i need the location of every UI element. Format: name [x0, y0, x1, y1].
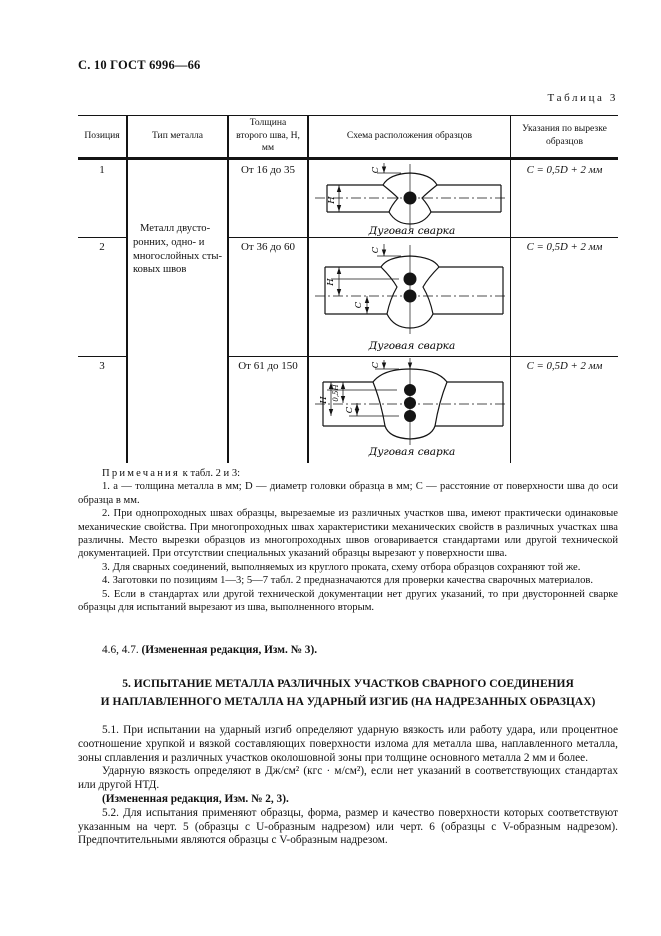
table-border-line	[78, 115, 618, 116]
arrowhead	[407, 362, 413, 369]
cell-thickness-2: От 36 до 60	[240, 241, 296, 253]
specimen-table: Позиция Тип металла Толщина второго шва,…	[78, 115, 618, 463]
note-item-3: 3. Для сварных соединений, выполняемых и…	[102, 561, 581, 573]
section-5-body: 5.1. При испытании на ударный изгиб опре…	[78, 724, 618, 848]
table-border-line	[78, 356, 126, 357]
cell-position-2: 2	[99, 241, 105, 253]
table-caption: Таблица 3	[547, 92, 618, 104]
arrowhead	[336, 267, 342, 274]
table-border-line	[229, 237, 618, 238]
paragraph-5-1-units: Ударную вязкость определяют в Дж/см² (кг…	[78, 765, 618, 792]
arrowhead	[364, 307, 370, 314]
diagram-caption: Дуговая сварка	[368, 225, 455, 236]
cell-scheme-2: C H C Дуговая сварка	[309, 237, 510, 356]
table-border-line	[307, 115, 309, 463]
diagram-caption: Дуговая сварка	[368, 446, 455, 458]
arrowhead	[354, 403, 360, 410]
note-item-4: 4. Заготовки по позициям 1—3; 5—7 табл. …	[102, 575, 594, 587]
paragraph-5-2: 5.2. Для испытания применяют образцы, фо…	[78, 806, 618, 847]
cell-cutting-note-3: C = 0,5D + 2 мм	[526, 360, 603, 372]
cell-cutting-note-2: C = 0,5D + 2 мм	[526, 241, 603, 253]
notes-section: Примечания к табл. 2 и 3: 1. а — толщина…	[78, 467, 618, 614]
notes-title: Примечания к табл. 2 и 3:	[78, 467, 618, 480]
plate-right	[431, 184, 502, 213]
dimension-label-c-mid: C	[345, 406, 355, 413]
arrowhead	[381, 166, 387, 173]
arrowhead	[381, 362, 387, 369]
specimen-circle	[403, 289, 417, 303]
note-item-1: 1. а — толщина металла в мм; D — диаметр…	[78, 481, 618, 506]
table-border-line	[229, 356, 618, 357]
arrowhead	[328, 409, 334, 416]
specimen-circle	[404, 384, 416, 396]
dimension-label-half-h: 0,5H	[332, 383, 340, 401]
weld-diagram-row2: C H C Дуговая сварка	[315, 244, 505, 352]
notes-title-rest: к табл. 2 и 3:	[180, 468, 241, 479]
dimension-label-c-bottom: C	[354, 301, 364, 308]
paragraph-5-1: 5.1. При испытании на ударный изгиб опре…	[78, 724, 618, 764]
arrowhead	[354, 409, 360, 416]
dimension-label-c-top: C	[371, 361, 381, 368]
cell-metal-type: Металл двусто- ронних, одно- и многослой…	[133, 223, 222, 276]
arrowhead	[328, 382, 334, 389]
weld-diagram-row3: C H 0,5H C Дуговая сварка	[315, 358, 505, 458]
arrowhead	[381, 249, 387, 256]
cell-cutting-note-1: C = 0,5D + 2 мм	[526, 164, 603, 176]
page-header: С. 10 ГОСТ 6996—66	[78, 58, 201, 72]
cell-scheme-1: C H Дуговая сварка	[309, 160, 510, 237]
col-header-scheme: Схема расположения образцов	[346, 129, 473, 141]
dimension-label-h: H	[327, 196, 337, 205]
arrowhead	[340, 382, 346, 389]
specimen-circle	[404, 397, 416, 409]
dimension-label-h: H	[319, 396, 329, 405]
plate-right	[433, 266, 504, 315]
table-border-line	[78, 157, 618, 160]
notes-title-word: Примечания	[102, 468, 180, 479]
amendment-clauses: 4.6, 4.7.	[102, 644, 142, 656]
col-header-position: Позиция	[84, 129, 120, 141]
col-header-thickness: Толщина второго шва, Н, мм	[236, 117, 300, 154]
section-5-heading: 5. ИСПЫТАНИЕ МЕТАЛЛА РАЗЛИЧНЫХ УЧАСТКОВ …	[100, 678, 596, 708]
table-border-line	[510, 115, 511, 463]
cell-thickness-3: От 61 до 150	[238, 360, 298, 372]
note-item-5: 5. Если в стандартах или другой техничес…	[78, 588, 618, 614]
amendment-note: (Измененная редакция, Изм. № 3).	[141, 644, 318, 656]
amendment-note-5-1: (Измененная редакция, Изм. № 2, 3).	[102, 792, 289, 805]
arrowhead	[336, 205, 342, 212]
specimen-circle	[403, 272, 417, 286]
cell-position-1: 1	[99, 164, 105, 176]
specimen-circle	[404, 410, 416, 422]
col-header-metal-type: Тип металла	[151, 129, 204, 141]
specimen-circle	[403, 191, 417, 205]
amendment-reference: 4.6, 4.7. (Измененная редакция, Изм. № 3…	[78, 644, 618, 656]
arrowhead	[364, 296, 370, 303]
dimension-label-c: C	[371, 166, 381, 173]
arrowhead	[336, 185, 342, 192]
col-header-cutting: Указания по вырезке образцов	[522, 123, 607, 147]
dimension-label-h: H	[326, 278, 336, 287]
arrowhead	[336, 289, 342, 296]
table-border-line	[126, 115, 128, 463]
note-item-2: 2. При однопроходных швах образцы, вырез…	[78, 508, 618, 560]
cell-scheme-3: C H 0,5H C Дуговая сварка	[309, 356, 510, 463]
cell-position-3: 3	[99, 360, 105, 372]
dimension-label-c-top: C	[371, 246, 381, 253]
weld-diagram-row1: C H Дуговая сварка	[315, 163, 505, 236]
diagram-caption: Дуговая сварка	[368, 340, 455, 352]
table-border-line	[227, 115, 229, 463]
cell-thickness-1: От 16 до 35	[240, 164, 296, 176]
table-border-line	[78, 237, 126, 238]
arrowhead	[340, 396, 346, 403]
